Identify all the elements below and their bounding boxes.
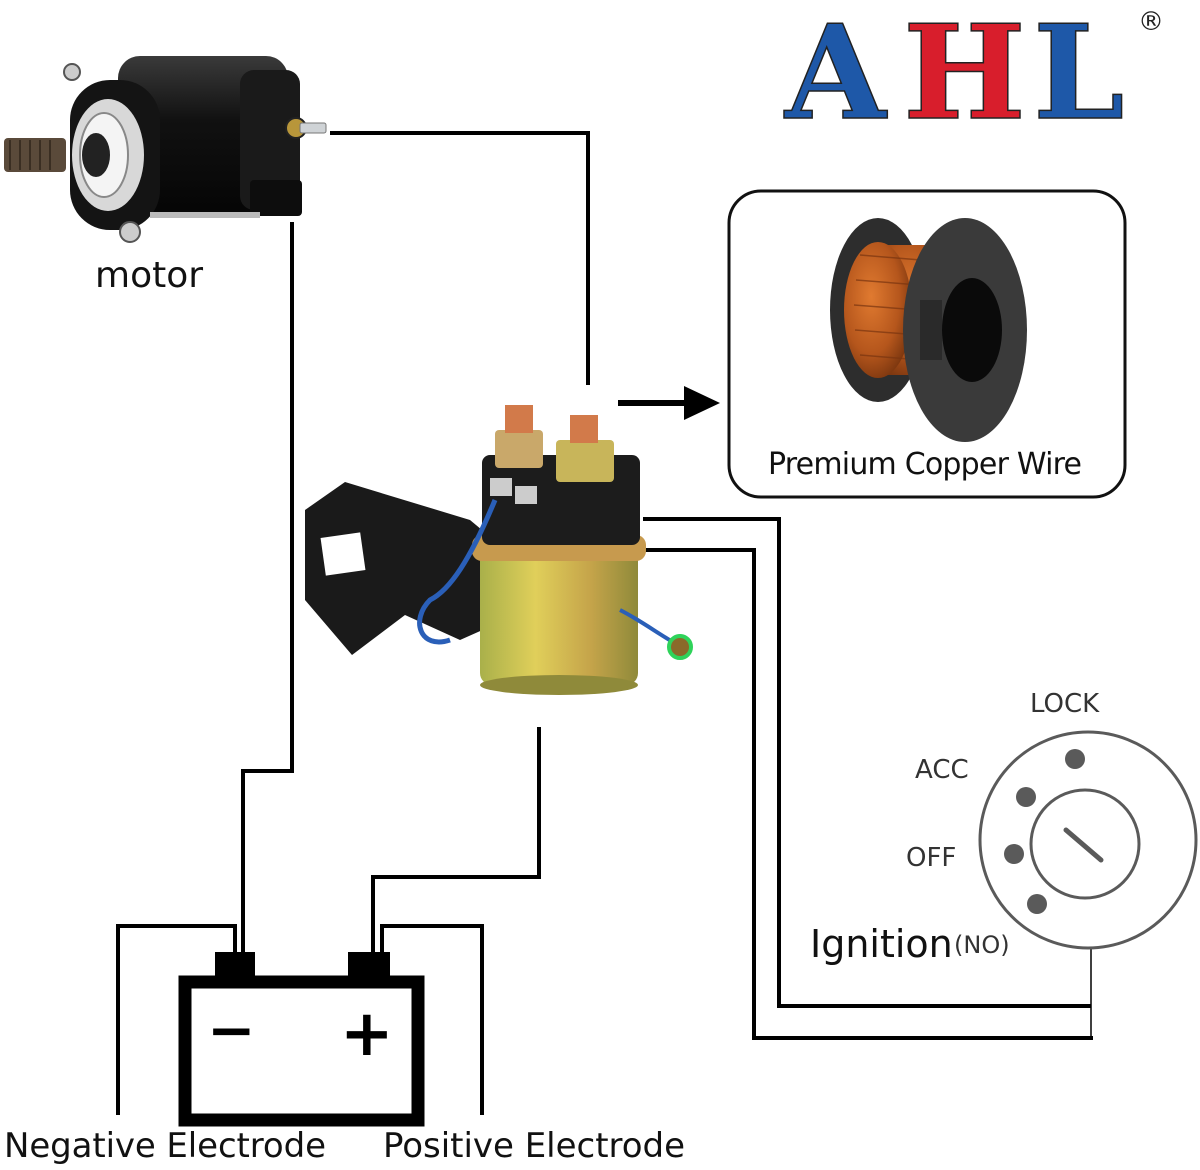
ignition-switch-icon <box>978 730 1198 950</box>
wire-motor-to-relay <box>330 131 590 385</box>
starter-relay-solenoid-icon <box>305 405 693 695</box>
wire-relay-to-ignition-outer <box>643 517 1091 1008</box>
wire-negative-electrode-lead <box>116 924 237 1115</box>
ignition-dot-acc <box>1016 787 1036 807</box>
ignition-position-lock: LOCK <box>1030 689 1100 719</box>
ignition-dot-on <box>1027 894 1047 914</box>
copper-wire-panel: Premium Copper Wire <box>727 189 1127 499</box>
motor-label: motor <box>95 255 203 296</box>
brand-logo: A H L ® <box>782 0 1164 150</box>
battery-positive-symbol: + <box>340 997 394 1071</box>
negative-electrode-label: Negative Electrode <box>4 1126 326 1166</box>
positive-electrode-label: Positive Electrode <box>383 1126 685 1166</box>
ignition-label: Ignition <box>810 922 953 966</box>
ignition-dot-lock <box>1065 749 1085 769</box>
logo-letter-h: H <box>903 0 1026 149</box>
wire-relay-to-ignition-inner <box>643 548 1093 1040</box>
wire-positive-electrode-lead <box>380 924 484 1115</box>
wire-relay-to-battery-positive <box>371 727 541 952</box>
starter-motor-icon <box>4 56 327 243</box>
battery-icon <box>178 952 425 1127</box>
ignition-position-acc: ACC <box>915 755 969 785</box>
logo-letter-l: L <box>1033 0 1124 149</box>
wires <box>116 131 1093 1115</box>
ignition-position-off: OFF <box>906 843 956 873</box>
registered-mark: ® <box>1138 7 1164 37</box>
wire-motor-to-battery-negative <box>241 222 294 952</box>
ignition-sublabel: (NO) <box>954 931 1010 959</box>
logo-letter-a: A <box>783 0 888 149</box>
copper-wire-label: Premium Copper Wire <box>768 447 1082 482</box>
copper-wire-spool-icon <box>830 218 1027 442</box>
battery-negative-symbol: − <box>207 996 256 1064</box>
arrow-right-icon <box>618 386 720 420</box>
ignition-dot-off <box>1004 844 1024 864</box>
